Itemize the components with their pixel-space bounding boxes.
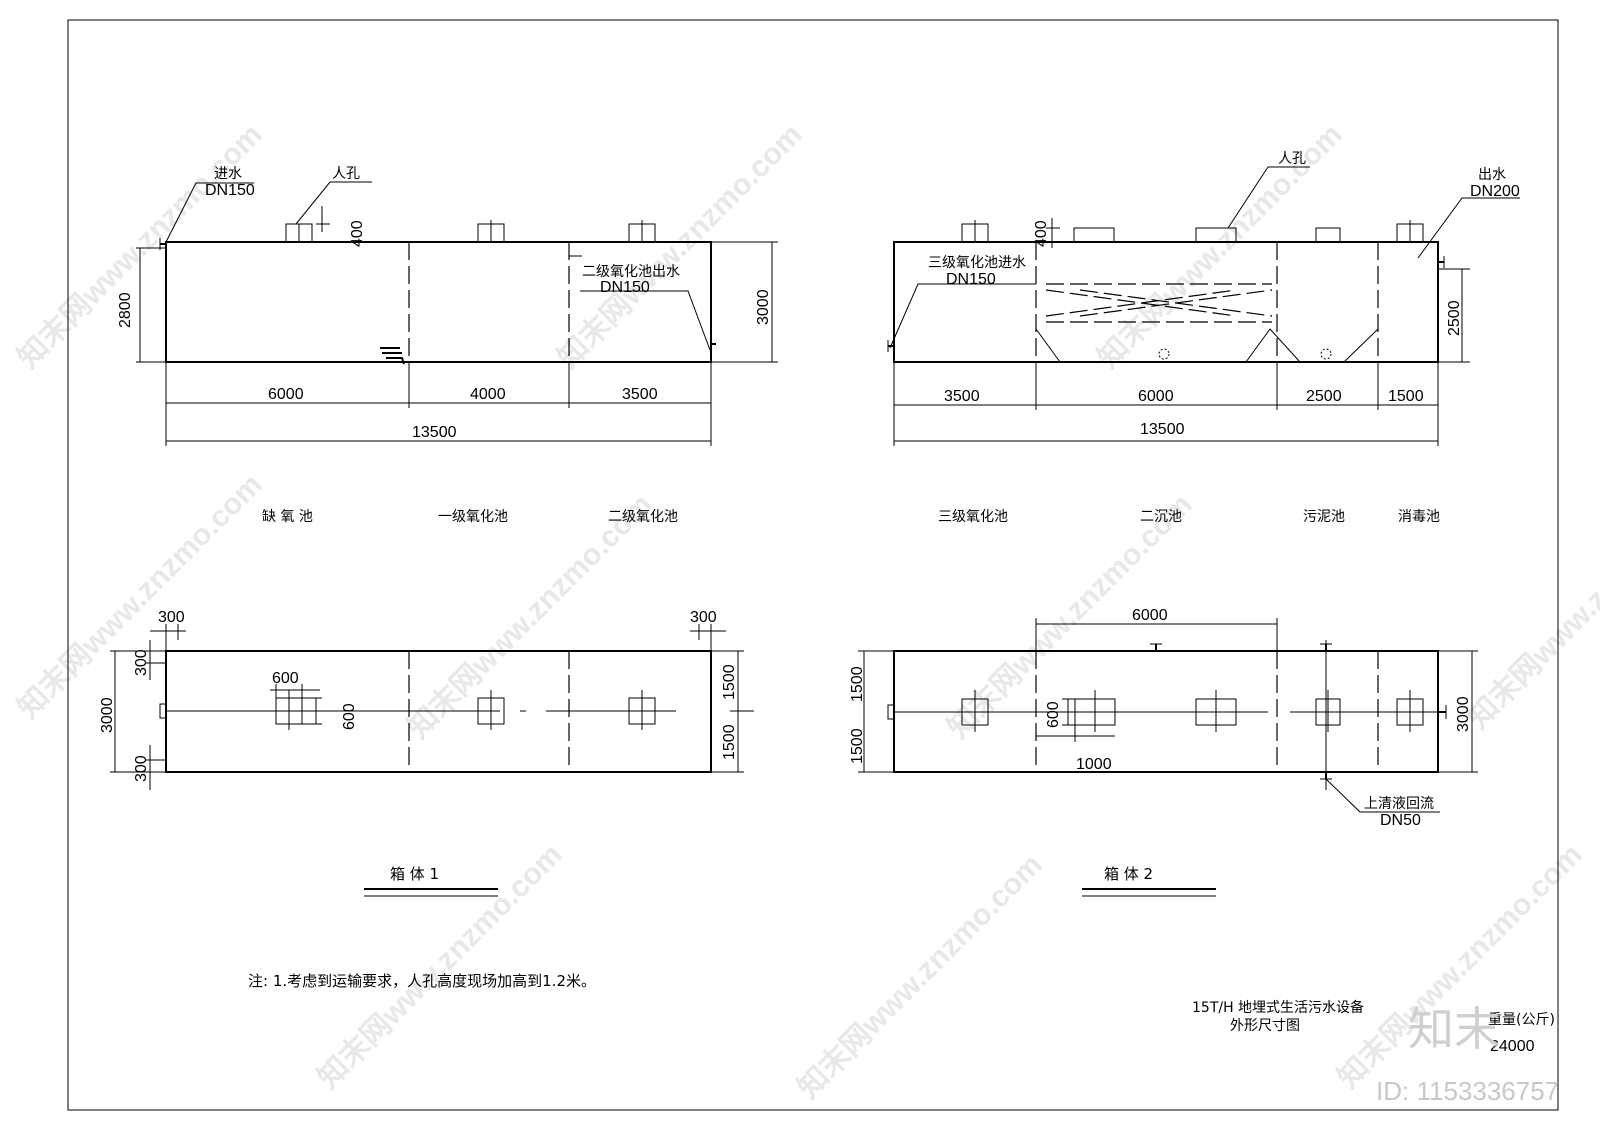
- manhole: [1073, 227, 1115, 243]
- tank2-plan-half-bottom: 1500: [849, 728, 866, 764]
- tank1-inlet-label: 进水: [214, 166, 242, 182]
- watermark-id: ID: 1153336757: [1376, 1076, 1559, 1106]
- tank1-plan-manhole-size: 600: [272, 670, 299, 687]
- watermark-logo: 知末: [1408, 1002, 1500, 1056]
- drawing-frame: [67, 19, 1559, 1111]
- tank1-plan-width: 3000: [99, 697, 116, 733]
- tank2-plan-width: 3000: [1455, 696, 1472, 732]
- watermark-text: 知末网www.znzmo.com: [312, 838, 569, 1095]
- tank2-manhole-label: 人孔: [1278, 151, 1306, 167]
- tank2-chamber-name: 污泥池: [1303, 509, 1345, 525]
- tank1-height-left: 2800: [117, 292, 134, 328]
- sludge-hopper: [1035, 328, 1061, 363]
- drawing-subtitle: 外形尺寸图: [1230, 1018, 1300, 1034]
- tank1-caption: 箱 体 1: [390, 865, 439, 883]
- tank1-height-right: 3000: [755, 289, 772, 325]
- tank2-plan-manhole-offset: 1000: [1076, 756, 1112, 773]
- sludge-hopper: [1343, 328, 1379, 363]
- tank1-seg-3: 3500: [622, 386, 658, 403]
- aerator-icon: [1158, 348, 1170, 360]
- tank1-total: 13500: [412, 424, 457, 441]
- watermark-text: 知末网www.znzmo.com: [1092, 118, 1349, 375]
- watermark-text: 知末网www.znzmo.com: [402, 488, 659, 745]
- tank2-elevation: 400 人孔 出水 DN200 三级氧化池进水 DN150: [887, 151, 1520, 525]
- manhole: [1195, 227, 1237, 243]
- tank1-inlet-size: DN150: [205, 182, 255, 199]
- manhole: [1315, 227, 1341, 243]
- weight-label: 重量(公斤): [1488, 1012, 1555, 1028]
- tank1-plan-bottom-offset: 300: [133, 755, 150, 782]
- tank2-outlet-size: DN200: [1470, 183, 1520, 200]
- tank2-seg-1: 3500: [944, 388, 980, 405]
- watermark-text: 知末网www.znzmo.com: [1462, 478, 1600, 735]
- tank2-outlet-label: 出水: [1478, 167, 1506, 183]
- tank1-seg-1: 6000: [268, 386, 304, 403]
- tank2-chamber-name: 二沉池: [1140, 509, 1182, 525]
- tank1-plan-top-offset: 300: [133, 649, 150, 676]
- watermark-text: 知末网www.znzmo.com: [792, 848, 1049, 1105]
- tank1-plan-left-offset: 300: [158, 609, 185, 626]
- watermark-layer: 知末网www.znzmo.com 知末网www.znzmo.com 知末网www…: [12, 118, 1600, 1105]
- tank2-total: 13500: [1140, 421, 1185, 438]
- tank1-body: [165, 241, 712, 363]
- tank1-plan: 600 600 300 300 3000 300 300 1500 1500 箱…: [99, 609, 754, 897]
- tank2-plan: 上清液回流 DN50 600 1000 6000 1500 1500: [849, 607, 1478, 897]
- tank1-plan-right-offset: 300: [690, 609, 717, 626]
- tank1-seg-2: 4000: [470, 386, 506, 403]
- tank1-plan-half-top: 1500: [721, 664, 738, 700]
- aerator-icon: [1320, 348, 1332, 360]
- tank1-outlet-size: DN150: [600, 279, 650, 296]
- watermark-text: 知末网www.znzmo.com: [552, 118, 809, 375]
- drawing-note: 注: 1.考虑到运输要求，人孔高度现场加高到1.2米。: [248, 972, 596, 990]
- title-block: 15T/H 地埋式生活污水设备 外形尺寸图 重量(公斤) 24000: [1192, 999, 1555, 1055]
- tank1-outlet-label: 二级氧化池出水: [582, 264, 680, 280]
- tank1-plan-half-bottom: 1500: [721, 724, 738, 760]
- tank2-plan-manhole-size: 600: [1045, 701, 1062, 728]
- settling-tubes: [1045, 283, 1273, 323]
- drawing-title: 15T/H 地埋式生活污水设备: [1192, 999, 1364, 1016]
- tank2-seg-4: 1500: [1388, 388, 1424, 405]
- tank2-inlet-size: DN150: [946, 271, 996, 288]
- tank2-body: [893, 241, 1439, 363]
- tank2-plan-top-dim: 6000: [1132, 607, 1168, 624]
- watermark-text: 知末网www.znzmo.com: [1332, 838, 1589, 1095]
- tank2-manhole-height: 400: [1033, 220, 1050, 247]
- tank1-plan-manhole-size-v: 600: [341, 703, 358, 730]
- tank2-height-right: 2500: [1446, 300, 1463, 336]
- tank1-manhole-label: 人孔: [332, 166, 360, 182]
- tank2-inlet-label: 三级氧化池进水: [928, 255, 1026, 271]
- tank2-return-label: 上清液回流: [1364, 796, 1434, 812]
- tank2-seg-2: 6000: [1138, 388, 1174, 405]
- weight-value: 24000: [1490, 1038, 1535, 1055]
- tank1-manhole-height: 400: [349, 220, 366, 247]
- sludge-hopper: [1245, 328, 1301, 363]
- tank2-seg-3: 2500: [1306, 388, 1342, 405]
- tank1-chamber-name: 缺 氧 池: [262, 509, 313, 525]
- tank1-chamber-name: 二级氧化池: [608, 509, 678, 525]
- tank2-return-size: DN50: [1380, 812, 1421, 829]
- tank1-chamber-name: 一级氧化池: [438, 509, 508, 525]
- tank2-chamber-name: 消毒池: [1398, 509, 1440, 525]
- watermark-text: 知末网www.znzmo.com: [12, 468, 269, 725]
- tank1-elevation: 400 人孔 进水 DN150 2800 3000 二级氧化池出水 DN150: [117, 166, 778, 525]
- tank2-plan-half-top: 1500: [849, 666, 866, 702]
- tank2-caption: 箱 体 2: [1104, 865, 1153, 883]
- tank2-chamber-name: 三级氧化池: [938, 509, 1008, 525]
